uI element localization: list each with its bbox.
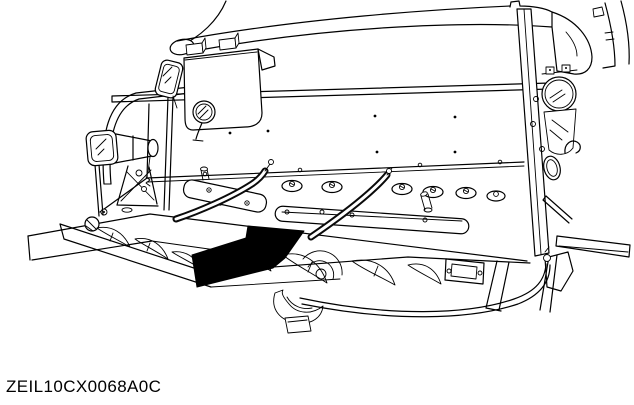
pointer-arrow-icon [191, 225, 305, 288]
hood-outline [169, 0, 630, 75]
adjustment-levers [172, 159, 393, 241]
deck-floor [27, 166, 528, 262]
disc-knobs [281, 179, 506, 202]
left-adjustment-lever [172, 159, 274, 223]
hook-bracket [564, 140, 581, 154]
right-side-frame [516, 8, 631, 313]
auger-lower-structure [59, 151, 551, 334]
figure-code: ZEIL10CX0068A0C [6, 377, 162, 396]
beacon-lamp [154, 59, 184, 109]
slot-cover-strip [274, 191, 470, 235]
right-adjustment-lever [307, 167, 393, 241]
rear-wall-panel [146, 103, 525, 183]
mirror-gauge [192, 100, 216, 142]
lamp-mount-bracket [116, 156, 159, 207]
vent-boxes [185, 32, 240, 56]
gauge-dial [541, 76, 577, 112]
work-lamp-assembly [85, 59, 191, 211]
work-lamp [85, 129, 159, 167]
